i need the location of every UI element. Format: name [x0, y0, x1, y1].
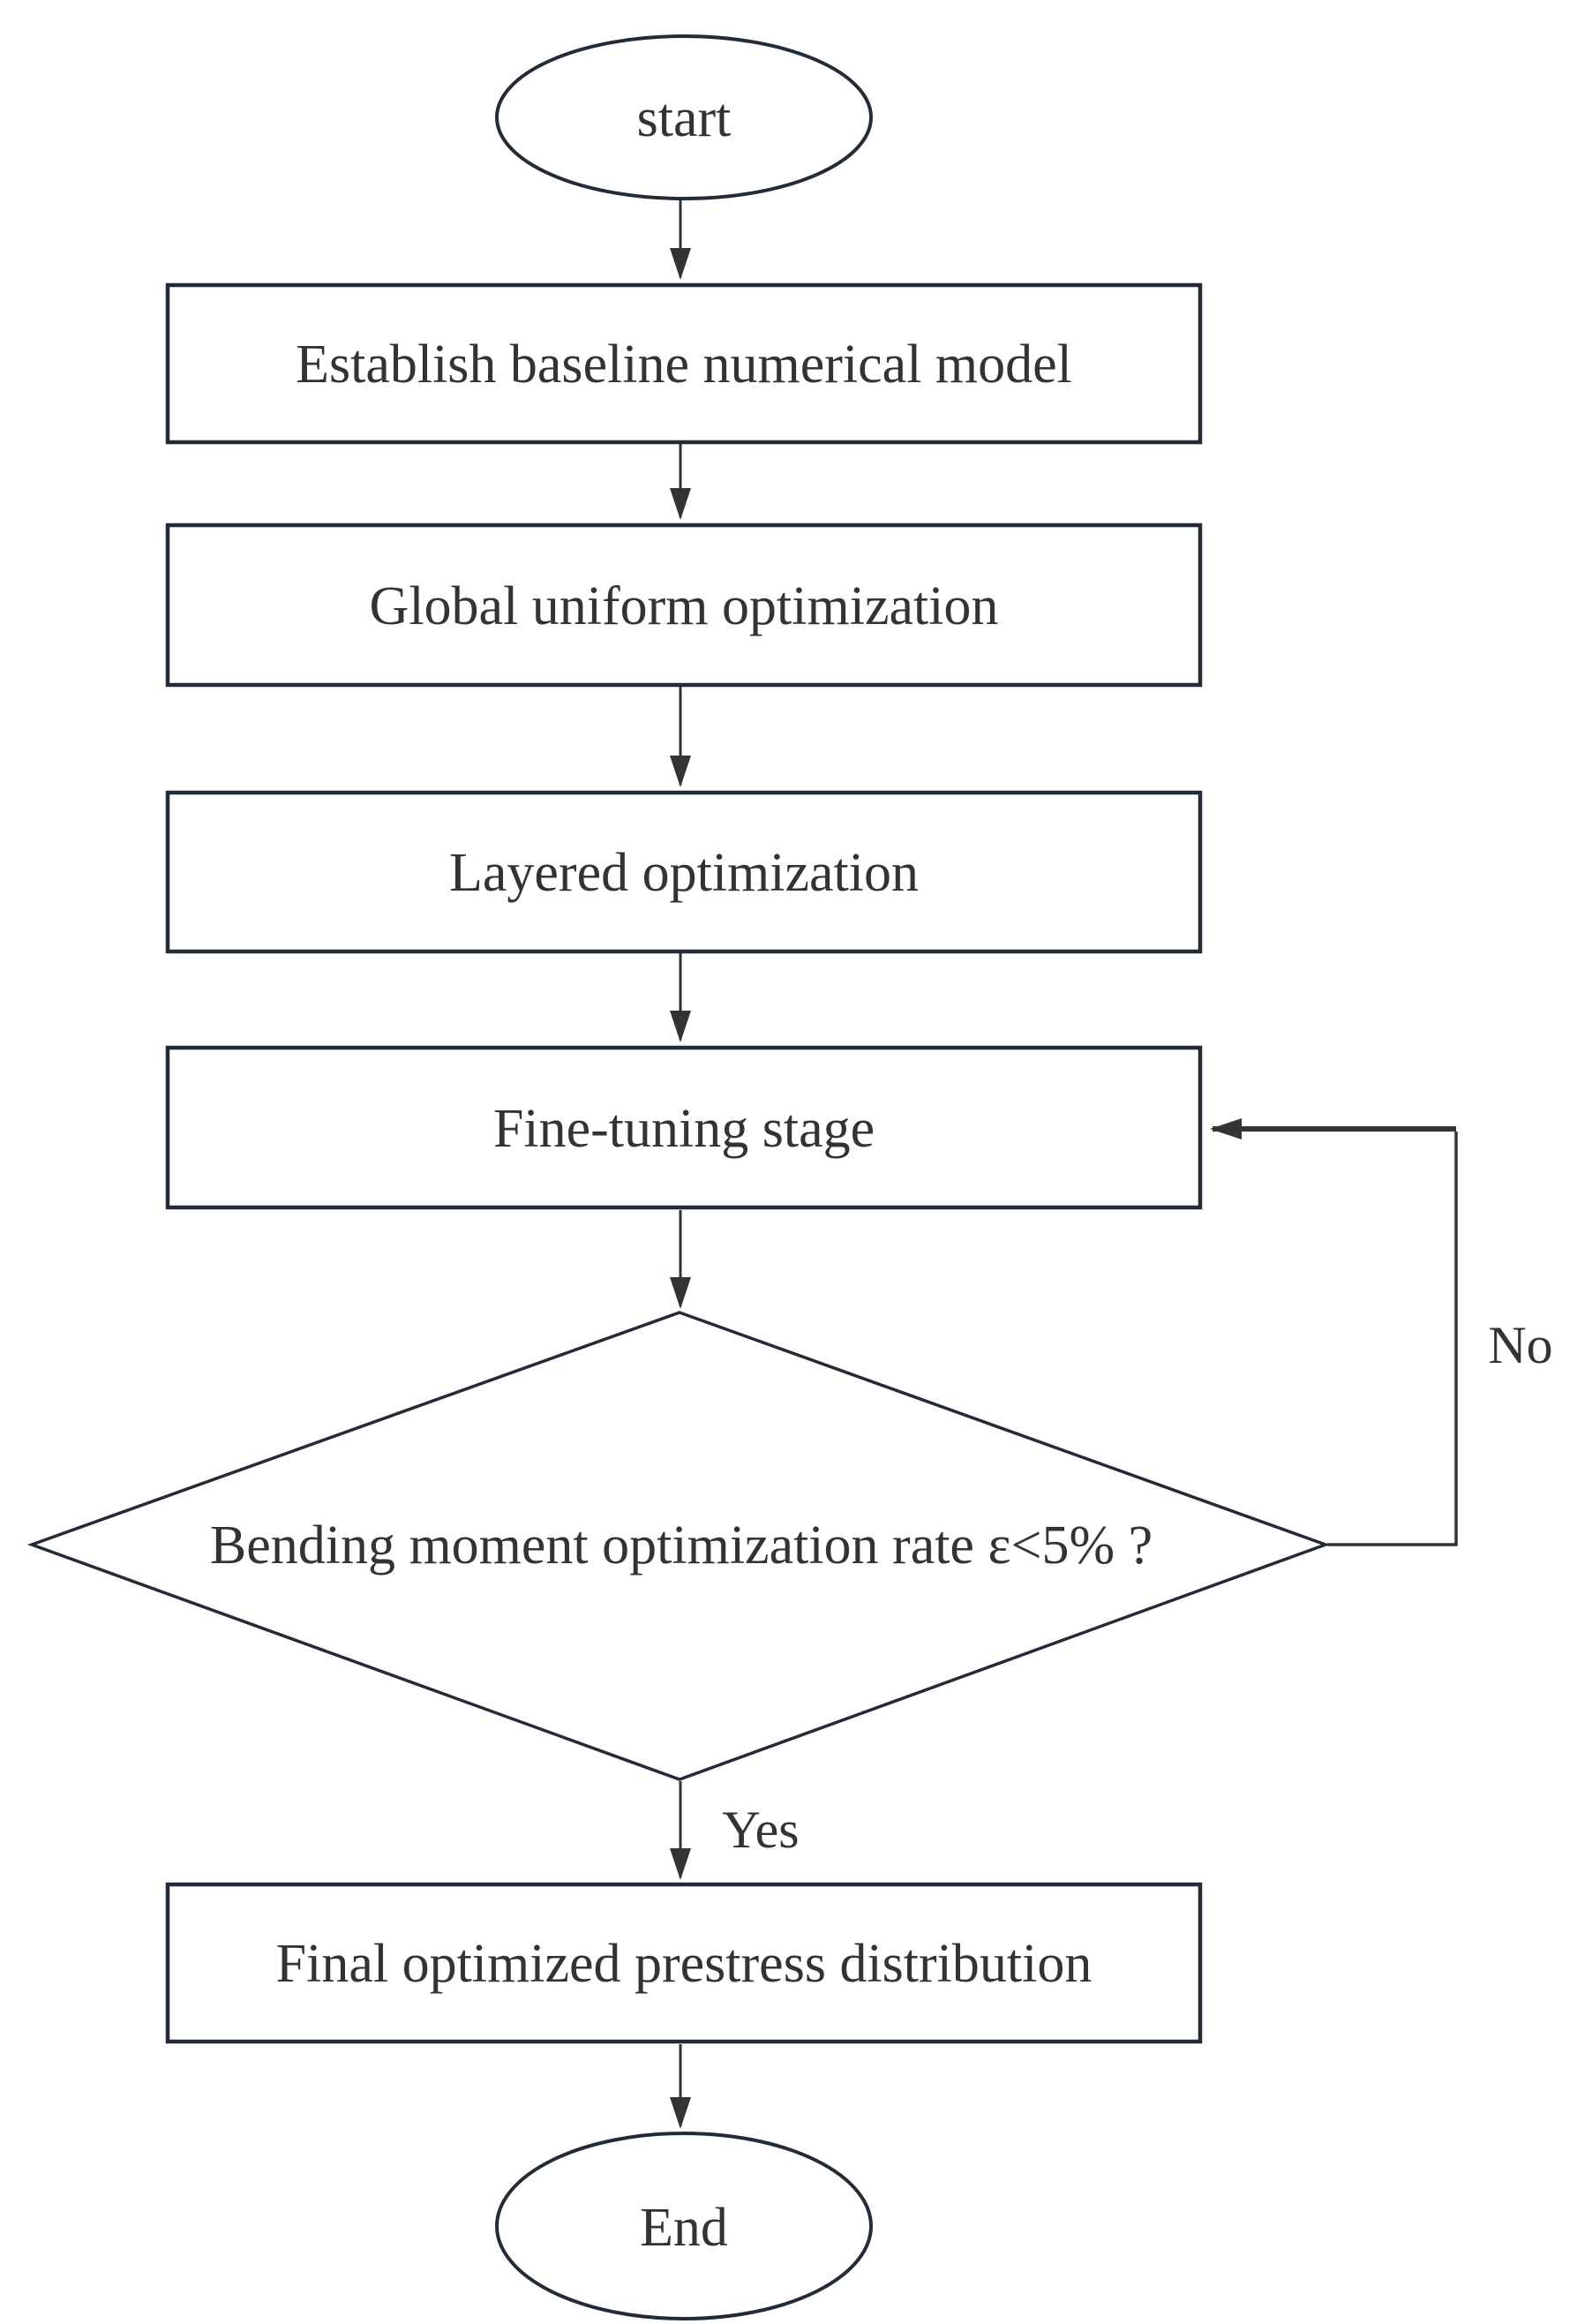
start-terminator-label: start	[637, 88, 732, 148]
process-global-uniform-optimization-shape	[165, 523, 1203, 688]
start-terminator: start	[495, 34, 873, 200]
process-establish-baseline-model: Establish baseline numerical model	[165, 282, 1203, 445]
process-final-prestress-distribution-shape	[165, 1882, 1203, 2044]
start-terminator-shape	[495, 34, 873, 200]
decision-bending-moment-rate: Bending moment optimization rate ε<5% ?	[26, 1311, 1331, 1781]
process-global-uniform-optimization-label: Global uniform optimization	[370, 576, 999, 636]
end-terminator-label: End	[640, 2198, 728, 2258]
end-terminator: End	[495, 2132, 873, 2320]
process-establish-baseline-model-label: Establish baseline numerical model	[296, 335, 1072, 395]
process-final-prestress-distribution-label: Final optimized prestress distribution	[276, 1934, 1093, 1994]
process-final-prestress-distribution: Final optimized prestress distribution	[165, 1882, 1203, 2044]
edge-label-no: No	[1488, 1316, 1552, 1374]
process-establish-baseline-model-shape	[165, 282, 1203, 445]
process-layered-optimization-shape	[165, 790, 1203, 954]
process-global-uniform-optimization: Global uniform optimization	[165, 523, 1203, 688]
process-fine-tuning-stage: Fine-tuning stage	[165, 1045, 1203, 1210]
process-layered-optimization: Layered optimization	[165, 790, 1203, 954]
no-loop-line	[1327, 1132, 1458, 1546]
end-terminator-shape	[495, 2132, 873, 2320]
process-layered-optimization-label: Layered optimization	[449, 843, 919, 903]
process-fine-tuning-stage-shape	[165, 1045, 1203, 1210]
edge-label-yes: Yes	[722, 1801, 799, 1859]
process-fine-tuning-stage-label: Fine-tuning stage	[493, 1099, 875, 1159]
decision-bending-moment-rate-label: Bending moment optimization rate ε<5% ?	[210, 1515, 1153, 1576]
decision-bending-moment-rate-shape	[26, 1311, 1331, 1781]
